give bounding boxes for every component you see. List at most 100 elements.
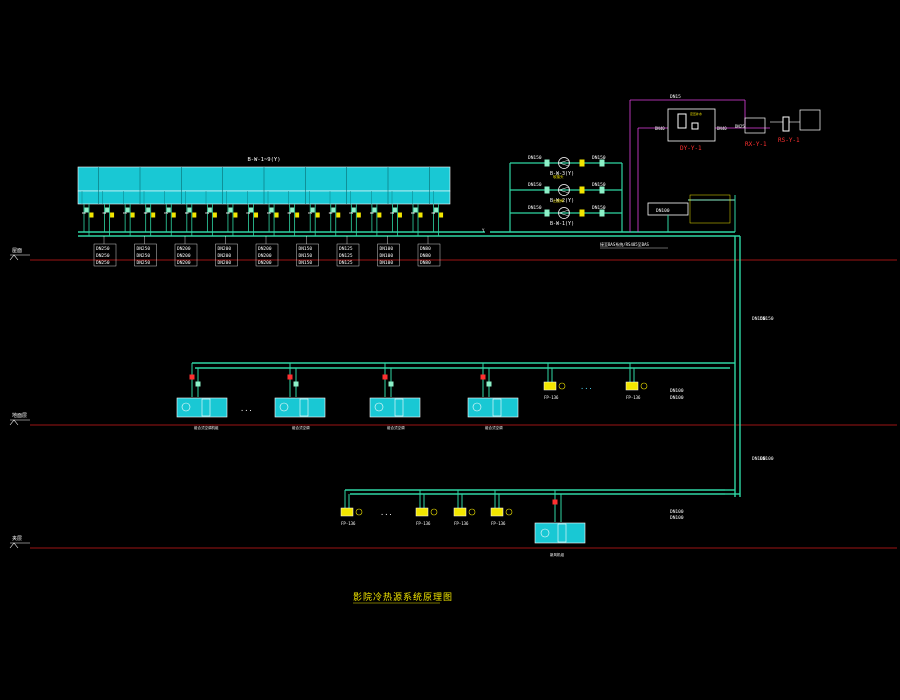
pump-label: B-W-1(Y) bbox=[550, 221, 574, 227]
valve bbox=[166, 207, 171, 213]
valve bbox=[418, 212, 423, 218]
branch-size-label: DN250 bbox=[96, 260, 110, 266]
expansion-pipe-size: DN40 bbox=[655, 126, 665, 131]
ahu-fan bbox=[540, 528, 550, 538]
leg-size-label: DN bbox=[267, 211, 271, 215]
leg-size-label: DN bbox=[164, 211, 168, 215]
makeup-pipe-size: DN15 bbox=[670, 94, 681, 100]
floor-marker-symbol bbox=[9, 254, 19, 261]
ellipsis: ... bbox=[380, 509, 393, 517]
fan-coil-label: FP-136 bbox=[491, 521, 506, 526]
valve bbox=[439, 212, 444, 218]
floor-marker-symbol bbox=[9, 542, 19, 549]
branch-size-label: DN100 bbox=[380, 246, 394, 252]
unit-valve bbox=[382, 374, 388, 380]
branch-size-label: DN200 bbox=[258, 253, 272, 259]
level2-size-label: DN100 bbox=[670, 388, 684, 394]
pump-valve bbox=[579, 159, 585, 167]
ahu-label: 组合式空调 bbox=[485, 425, 503, 430]
floor-label: 地面层 bbox=[12, 412, 27, 419]
branch-size-box bbox=[296, 243, 319, 267]
ahu-unit bbox=[534, 522, 586, 544]
leg-size-label: DN bbox=[288, 211, 292, 215]
pump-valve bbox=[544, 186, 550, 194]
ahu-coil bbox=[299, 398, 309, 417]
branch-size-label: DN200 bbox=[258, 246, 272, 252]
bas-note: 接至BAS系统/RS485至BAS bbox=[600, 241, 649, 247]
valve bbox=[146, 207, 151, 213]
riser-size-label: DN150 bbox=[760, 316, 774, 322]
floor-label: 屋面 bbox=[12, 248, 22, 254]
ahu-fan bbox=[279, 402, 289, 412]
ellipsis: ... bbox=[240, 405, 253, 413]
valve bbox=[269, 207, 274, 213]
branch-size-label: DN250 bbox=[96, 246, 110, 252]
valve bbox=[295, 212, 300, 218]
ahu-fan bbox=[374, 402, 384, 412]
pump-arrow bbox=[558, 159, 570, 167]
valve bbox=[372, 207, 377, 213]
leg-size-label: DN bbox=[226, 211, 230, 215]
valve bbox=[110, 212, 115, 218]
valve bbox=[434, 207, 439, 213]
valve bbox=[233, 212, 238, 218]
pump-valve bbox=[599, 186, 605, 194]
branch-size-label: DN200 bbox=[218, 260, 232, 266]
fan-coil-fan bbox=[558, 382, 566, 390]
pump-outlet-size: DN150 bbox=[592, 205, 606, 211]
leg-size-label: DN bbox=[247, 211, 251, 215]
valve bbox=[151, 212, 156, 218]
pump-valve bbox=[544, 159, 550, 167]
riser-size-label: DN100 bbox=[752, 456, 766, 462]
valve bbox=[89, 212, 94, 218]
valve bbox=[315, 212, 320, 218]
leg-size-label: DN bbox=[349, 211, 353, 215]
fan-coil-fan bbox=[430, 508, 438, 516]
floor-marker-symbol bbox=[9, 419, 19, 426]
branch-size-label: DN250 bbox=[137, 253, 151, 259]
pump-outlet-size: DN150 bbox=[592, 182, 606, 188]
ahu-coil bbox=[492, 398, 502, 417]
fan-coil-label: FP-136 bbox=[416, 521, 431, 526]
expansion-unit bbox=[667, 108, 716, 142]
branch-size-label: DN150 bbox=[299, 246, 313, 252]
expansion-note: 定压补水 bbox=[690, 111, 702, 116]
branch-size-label: DN200 bbox=[177, 246, 191, 252]
unit-valve bbox=[189, 374, 195, 380]
pump-valve bbox=[599, 209, 605, 217]
ellipsis: ... bbox=[580, 383, 593, 391]
pump-inlet-size: DN150 bbox=[528, 205, 542, 211]
branch-size-box bbox=[174, 243, 198, 267]
valve bbox=[105, 207, 110, 213]
leg-size-label: DN bbox=[82, 211, 86, 215]
branch-size-box bbox=[134, 243, 157, 267]
header-tank-label: DN100 bbox=[656, 208, 670, 214]
softener-label: RX-Y-1 bbox=[745, 141, 767, 148]
valve bbox=[397, 212, 402, 218]
pump-outlet-size: DN150 bbox=[592, 155, 606, 161]
valve bbox=[331, 207, 336, 213]
expansion-tank bbox=[677, 113, 687, 129]
unit-valve bbox=[195, 381, 201, 387]
valve bbox=[351, 207, 356, 213]
unit-valve bbox=[480, 374, 486, 380]
valve bbox=[336, 212, 341, 218]
fan-coil-unit bbox=[340, 507, 354, 517]
ahu-label: 组合式空调 bbox=[292, 425, 310, 430]
riser-size-label: DN150 bbox=[752, 316, 766, 322]
branch-size-box bbox=[93, 243, 117, 267]
valve bbox=[187, 207, 192, 213]
valve bbox=[249, 207, 254, 213]
chiller-group-label: B-W-1~9(Y) bbox=[247, 157, 280, 163]
branch-size-label: DN80 bbox=[420, 260, 431, 266]
pump-valve bbox=[579, 186, 585, 194]
expansion-pipe-size: DN40 bbox=[717, 126, 727, 131]
fan-coil-fan bbox=[468, 508, 476, 516]
pump-note: 止回阀 bbox=[553, 198, 564, 203]
expansion-pump bbox=[691, 122, 699, 130]
level2-size-label: DN100 bbox=[670, 395, 684, 401]
leg-size-label: DN bbox=[411, 211, 415, 215]
leg-size-label: DN bbox=[103, 211, 107, 215]
supply-box bbox=[799, 109, 821, 131]
